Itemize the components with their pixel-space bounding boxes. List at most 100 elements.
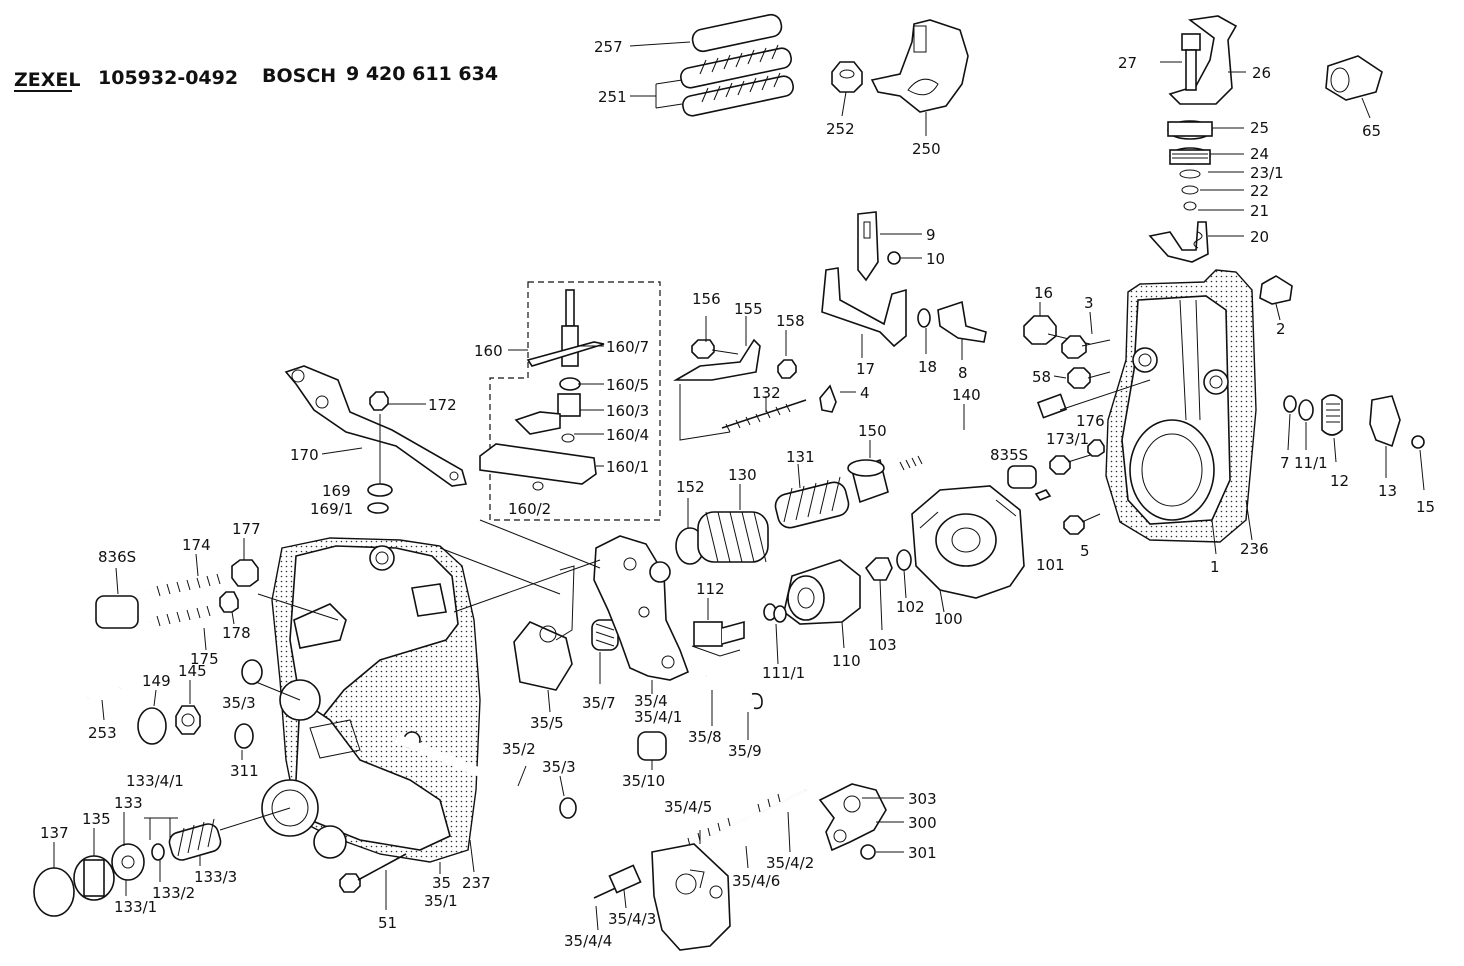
label-110: 110 [832,652,861,670]
part-35-4-lever [593,535,690,694]
header: ZEXEL 105932-0492 BOSCH 9 420 611 634 [14,63,498,92]
part-35-7-spring [591,619,619,684]
label-158: 158 [776,312,805,330]
label-160-5: 160/5 [606,376,649,394]
label-137: 137 [40,824,69,842]
label-21: 21 [1250,202,1269,220]
label-20: 20 [1250,228,1269,246]
label-251: 251 [598,88,627,106]
label-35-4-3: 35/4/3 [608,910,656,928]
part-250-lever [870,19,969,136]
label-65: 65 [1362,122,1381,140]
label-7: 7 [1280,454,1290,472]
assembly-leader-line [453,559,601,613]
label-16: 16 [1034,284,1053,302]
label-133-4-1: 133/4/1 [126,772,184,790]
label-311: 311 [230,762,259,780]
label-58: 58 [1032,368,1051,386]
part-130-spring [697,484,769,563]
parts-300-303 [818,783,904,860]
label-155: 155 [734,300,763,318]
label-35-4-6: 35/4/6 [732,872,780,890]
label-133-3: 133/3 [194,868,237,886]
parts-20-27-stack [1148,15,1246,263]
label-301: 301 [908,844,937,862]
label-303: 303 [908,790,937,808]
parts-156-158-linkage [673,316,797,441]
part-257-sleeve [629,13,783,53]
part-150-cup [847,440,889,504]
label-160-7: 160/7 [606,338,649,356]
label-173-1: 173/1 [1046,430,1089,448]
parts-16-3-bolts [1023,302,1111,359]
label-8: 8 [958,364,968,382]
parts-173-176-835S [1007,439,1105,535]
label-9: 9 [926,226,936,244]
label-172: 172 [428,396,457,414]
label-236: 236 [1240,540,1269,558]
label-250: 250 [912,140,941,158]
label-2: 2 [1276,320,1286,338]
part-1-governor-housing [1105,269,1257,555]
label-3: 3 [1084,294,1094,312]
label-22: 22 [1250,182,1269,200]
label-160: 160 [474,342,503,360]
label-133-1: 133/1 [114,898,157,916]
part-35-10-sleeve [637,731,667,770]
label-836S: 836S [98,548,136,566]
parts-160-assembly [479,289,605,491]
label-35-7: 35/7 [582,694,616,712]
label-27: 27 [1118,54,1137,72]
label-102: 102 [896,598,925,616]
label-25: 25 [1250,119,1269,137]
parts-133-137-group [33,807,291,917]
part-2-plug [1259,275,1293,321]
label-35-3b: 35/3 [542,758,576,776]
label-103: 103 [868,636,897,654]
parts-102-103 [864,549,912,631]
parts-35-8-35-9-pin [704,673,763,740]
label-35-4: 35/4 [634,692,668,710]
label-35-3a: 35/3 [222,694,256,712]
part-labels: 257 251 252 250 27 26 25 24 23/1 22 21 2… [40,38,1435,950]
part-836S-cap [95,567,139,629]
label-175: 175 [190,650,219,668]
label-35-9: 35/9 [728,742,762,760]
label-135: 135 [82,810,111,828]
label-257: 257 [594,38,623,56]
label-35-10: 35/10 [622,772,665,790]
part-9-10-bracket [857,211,922,282]
label-26: 26 [1252,64,1271,82]
label-1: 1 [1210,558,1220,576]
brand-zexel: ZEXEL [14,69,81,91]
part-65-nut [1325,55,1383,119]
part-110-sleeve [783,559,861,649]
label-145: 145 [178,662,207,680]
part-170-lever [284,365,468,514]
label-18: 18 [918,358,937,376]
label-149: 149 [142,672,171,690]
label-133-2: 133/2 [152,884,195,902]
label-300: 300 [908,814,937,832]
parts-111-112 [691,598,787,665]
parts-18-8-pin [917,300,987,360]
part-252-nut [831,61,863,117]
label-170: 170 [290,446,319,464]
part-140-shaft [899,379,1151,471]
brand-bosch: BOSCH [262,65,336,87]
label-160-2: 160/2 [508,500,551,518]
label-160-1: 160/1 [606,458,649,476]
label-17: 17 [856,360,875,378]
label-100: 100 [934,610,963,628]
bosch-part-number: 9 420 611 634 [346,63,498,85]
label-131: 131 [786,448,815,466]
label-133: 133 [114,794,143,812]
parts-35-4-sub-group [593,789,807,951]
label-23-1: 23/1 [1250,164,1284,182]
assembly-leader-line-2 [479,519,601,569]
parts-174-175-screws [149,538,339,651]
label-51: 51 [378,914,397,932]
part-4-bracket [819,384,856,413]
